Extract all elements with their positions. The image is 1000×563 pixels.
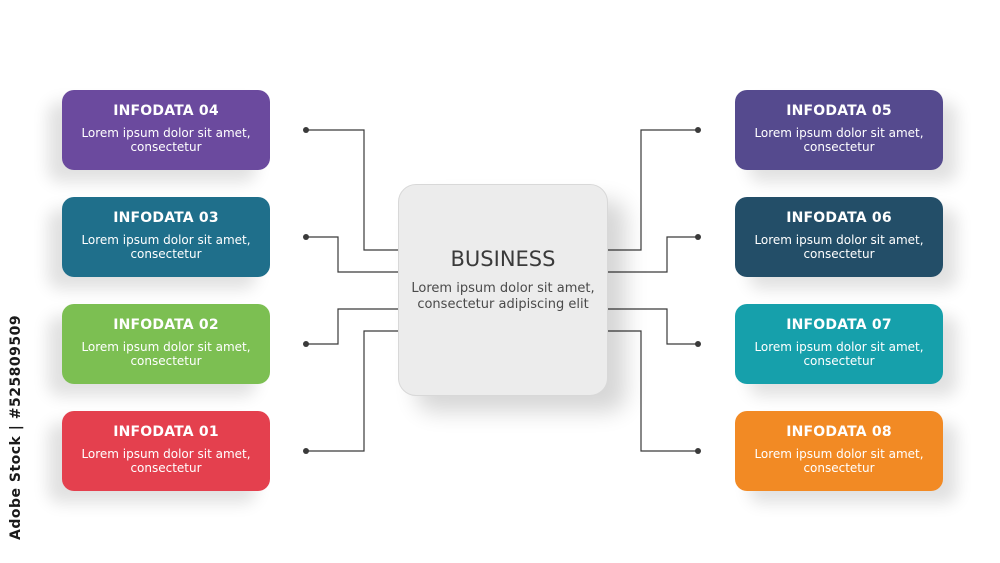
infodata-card-text: Lorem ipsum dolor sit amet, consectetur — [81, 233, 251, 261]
infodata-card-title: INFODATA 07 — [786, 317, 892, 333]
infodata-card-02: INFODATA 02 Lorem ipsum dolor sit amet, … — [62, 304, 270, 384]
infodata-card-title: INFODATA 08 — [786, 424, 892, 440]
connector-08 — [608, 330, 698, 452]
connector-01 — [306, 330, 398, 452]
infodata-card-title: INFODATA 06 — [786, 210, 892, 226]
connector-dot-02 — [303, 341, 309, 347]
connector-dot-08 — [695, 448, 701, 454]
infodata-card-title: INFODATA 04 — [113, 103, 219, 119]
infodata-card-title: INFODATA 01 — [113, 424, 219, 440]
infodata-card-text: Lorem ipsum dolor sit amet, consectetur — [754, 233, 924, 261]
infodata-card-04: INFODATA 04 Lorem ipsum dolor sit amet, … — [62, 90, 270, 170]
connector-dot-05 — [695, 127, 701, 133]
connector-05 — [608, 129, 698, 251]
infodata-card-title: INFODATA 03 — [113, 210, 219, 226]
connector-07 — [608, 308, 698, 345]
connector-dot-01 — [303, 448, 309, 454]
infodata-card-03: INFODATA 03 Lorem ipsum dolor sit amet, … — [62, 197, 270, 277]
infodata-card-text: Lorem ipsum dolor sit amet, consectetur — [754, 340, 924, 368]
connector-dot-04 — [303, 127, 309, 133]
stock-watermark: Adobe Stock | #525809509 — [6, 315, 26, 540]
connector-04 — [306, 129, 398, 251]
connector-dot-03 — [303, 234, 309, 240]
infodata-card-text: Lorem ipsum dolor sit amet, consectetur — [81, 340, 251, 368]
connector-06 — [608, 236, 698, 273]
watermark-text: Adobe Stock | #525809509 — [8, 314, 24, 540]
connector-dot-06 — [695, 234, 701, 240]
connector-02 — [306, 308, 398, 345]
infodata-card-text: Lorem ipsum dolor sit amet, consectetur — [81, 447, 251, 475]
infodata-card-text: Lorem ipsum dolor sit amet, consectetur — [754, 126, 924, 154]
connector-dot-07 — [695, 341, 701, 347]
infodata-card-01: INFODATA 01 Lorem ipsum dolor sit amet, … — [62, 411, 270, 491]
infodata-card-07: INFODATA 07 Lorem ipsum dolor sit amet, … — [735, 304, 943, 384]
connector-03 — [306, 236, 398, 273]
infodata-card-06: INFODATA 06 Lorem ipsum dolor sit amet, … — [735, 197, 943, 277]
infodata-card-text: Lorem ipsum dolor sit amet, consectetur — [754, 447, 924, 475]
infodata-card-08: INFODATA 08 Lorem ipsum dolor sit amet, … — [735, 411, 943, 491]
infodata-card-text: Lorem ipsum dolor sit amet, consectetur — [81, 126, 251, 154]
infodata-card-05: INFODATA 05 Lorem ipsum dolor sit amet, … — [735, 90, 943, 170]
infodata-card-title: INFODATA 02 — [113, 317, 219, 333]
center-business-box: BUSINESS Lorem ipsum dolor sit amet, con… — [398, 184, 608, 396]
center-title: BUSINESS — [450, 247, 556, 271]
infodata-card-title: INFODATA 05 — [786, 103, 892, 119]
center-text: Lorem ipsum dolor sit amet, consectetur … — [411, 281, 595, 312]
